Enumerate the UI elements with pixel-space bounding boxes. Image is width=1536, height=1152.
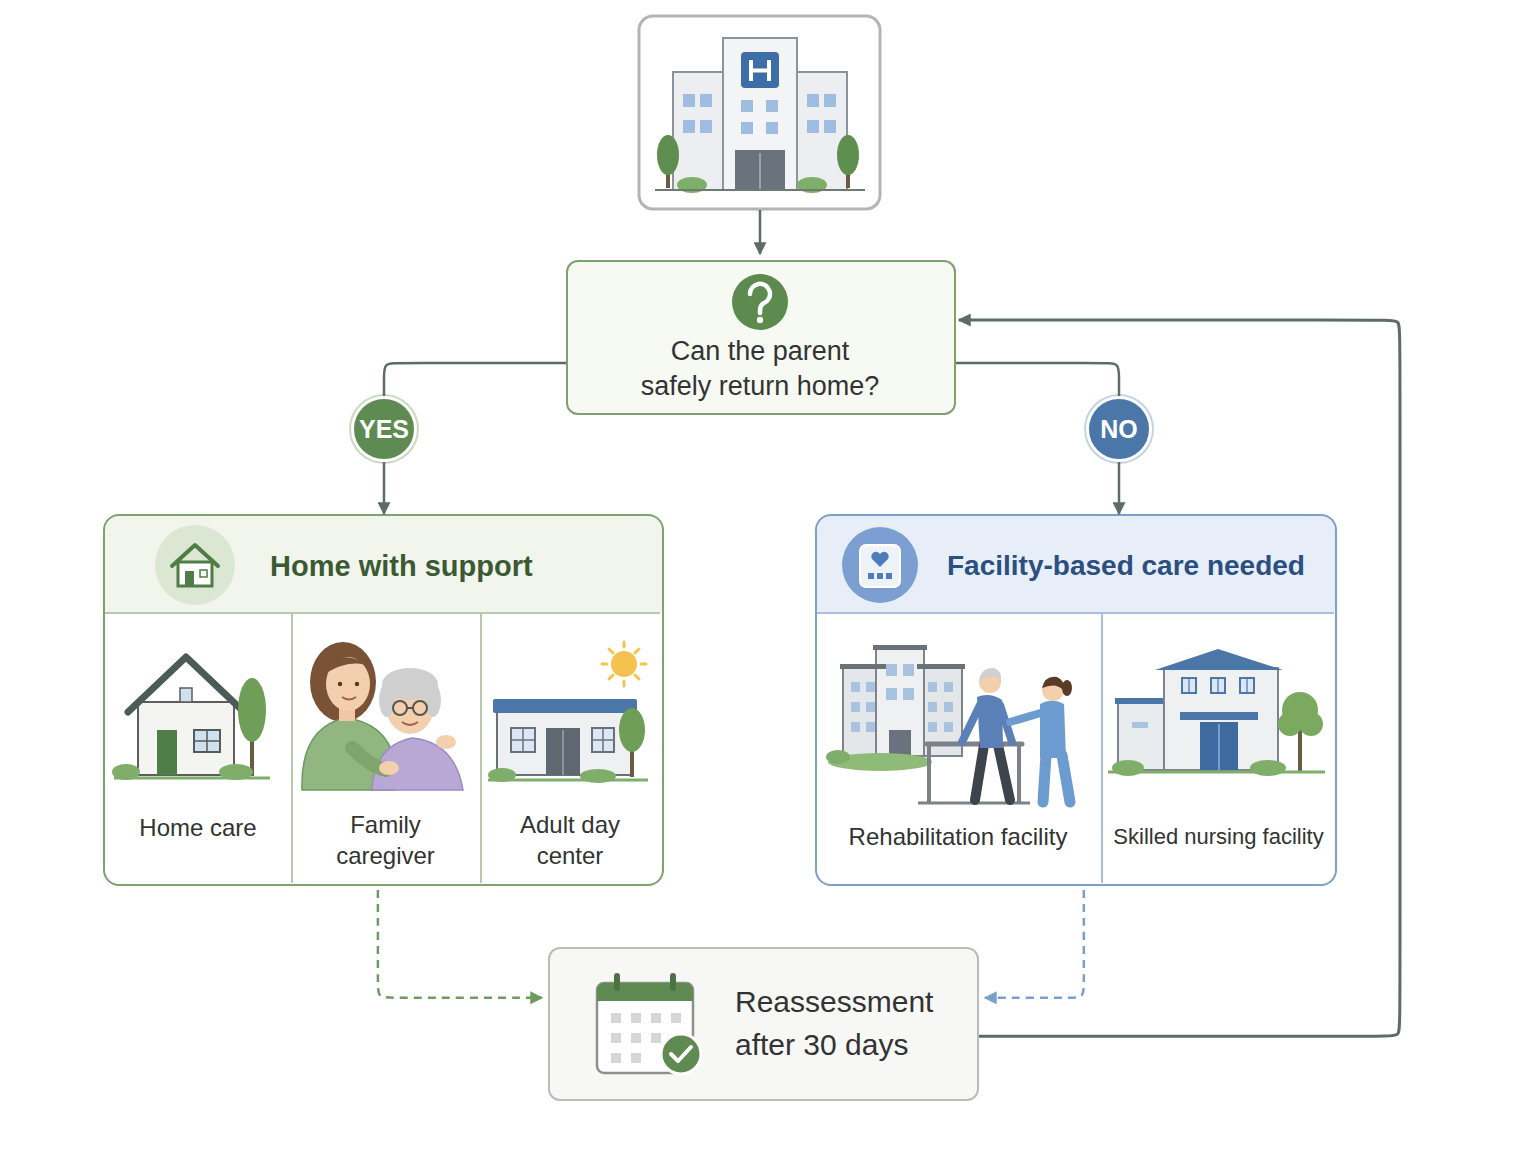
connector — [383, 462, 386, 514]
connector — [378, 890, 542, 998]
hospital-icon-part — [797, 72, 847, 190]
hospital-icon-part — [735, 150, 785, 190]
option-label: Skilled nursing facility — [1103, 822, 1334, 852]
hospital-icon-part — [673, 72, 723, 190]
no-badge: NO — [1086, 396, 1152, 462]
hospital-icon-part-part — [683, 120, 695, 133]
option-label: Family caregiver — [311, 809, 460, 871]
reassessment-box: Reassessment after 30 days — [548, 947, 979, 1101]
option-group: Facility-based care neededRehabilitation… — [815, 514, 1337, 886]
decision-question: Can the parent safely return home? — [635, 334, 885, 404]
option-cell: Family caregiver — [291, 612, 480, 884]
hospital-icon-part — [639, 16, 880, 209]
hospital-icon-part — [683, 94, 836, 134]
hospital-icon-part-part — [807, 120, 819, 133]
connector — [1118, 462, 1121, 514]
flow-arrow — [759, 210, 762, 254]
hospital-icon-part — [657, 135, 679, 175]
hospital-icon-part-part — [766, 122, 778, 134]
option-group: Home with supportHome care Family caregiv… — [103, 514, 664, 886]
hospital-icon-part-part — [824, 94, 836, 107]
option-cell: Rehabilitation facility — [817, 612, 1101, 884]
badge-label: YES — [354, 399, 414, 459]
option-cell: Skilled nursing facility — [1101, 612, 1334, 884]
option-label: Adult day center — [495, 809, 645, 871]
group-title: Home with support — [270, 548, 650, 584]
hospital-icon-part-part — [807, 94, 819, 107]
hospital-icon-part-part — [824, 120, 836, 133]
hospital-icon-part — [677, 177, 707, 193]
hospital-icon-part-part — [766, 100, 778, 112]
option-cell: Home care — [105, 612, 291, 884]
connector — [384, 363, 566, 396]
hospital-icon-part — [797, 177, 827, 193]
group-title: Facility-based care needed — [947, 548, 1332, 584]
hospital-icon-part — [723, 38, 797, 190]
option-label: Home care — [105, 813, 291, 843]
reassessment-label: Reassessment after 30 days — [735, 980, 960, 1066]
connector — [985, 890, 1084, 998]
connector — [956, 363, 1119, 396]
hospital-icon-part — [759, 153, 761, 190]
hospital-icon-part — [846, 152, 850, 188]
hospital-icon-part — [751, 60, 769, 81]
hospital-icon-part — [837, 135, 859, 175]
decision-box: Can the parent safely return home? — [566, 260, 956, 415]
option-cell: Adult day center — [480, 612, 660, 884]
hospital-icon-part — [655, 189, 865, 191]
hospital-icon-part-part — [700, 94, 712, 107]
hospital-icon-part — [666, 152, 670, 188]
hospital-icon-part-part — [741, 100, 753, 112]
hospital-icon-part-part — [741, 122, 753, 134]
hospital-icon — [639, 16, 880, 209]
hospital-icon-part-part — [700, 120, 712, 133]
option-label: Rehabilitation facility — [817, 822, 1099, 852]
yes-badge: YES — [351, 396, 417, 462]
hospital-icon-part — [741, 52, 779, 88]
badge-label: NO — [1089, 399, 1149, 459]
hospital-icon-part-part — [683, 94, 695, 107]
